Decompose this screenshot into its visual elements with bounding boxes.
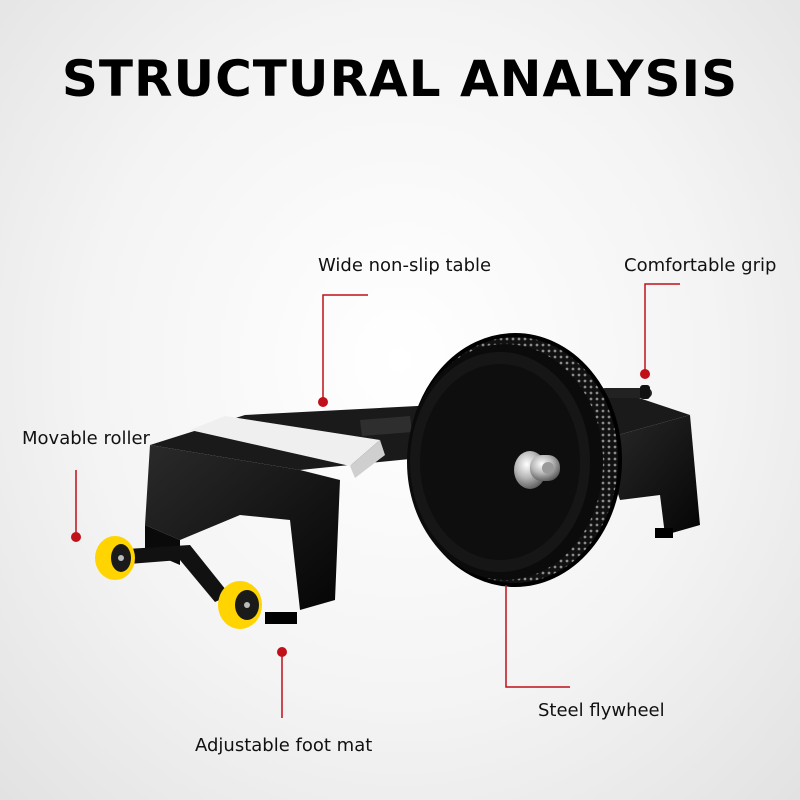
callout-label-flywheel: Steel flywheel [538,700,665,721]
foot-mat-right [655,528,673,538]
page-title: STRUCTURAL ANALYSIS [61,50,739,108]
roller-wheel-right [218,581,262,629]
callout-dots [71,369,650,657]
callout-label-grip: Comfortable grip [624,255,777,276]
callout-dot-roller [71,532,81,542]
callout-label-table: Wide non-slip table [318,255,492,276]
foot-mat-front [265,612,297,624]
callout-dot-grip [640,369,650,379]
grip-bar [600,385,652,399]
steel-flywheel [407,333,622,587]
callout-label-roller: Movable roller [22,428,150,449]
callout-dot-table [318,397,328,407]
roller-wheel-left [95,536,135,580]
leader-line-grip [644,283,680,372]
leader-line-table [322,294,368,400]
leader-line-flywheel [505,585,570,688]
leader-lines [75,283,680,718]
callout-label-foot-mat: Adjustable foot mat [195,735,373,756]
callout-dot-foot-mat [277,647,287,657]
non-slip-table-pad [190,416,380,466]
